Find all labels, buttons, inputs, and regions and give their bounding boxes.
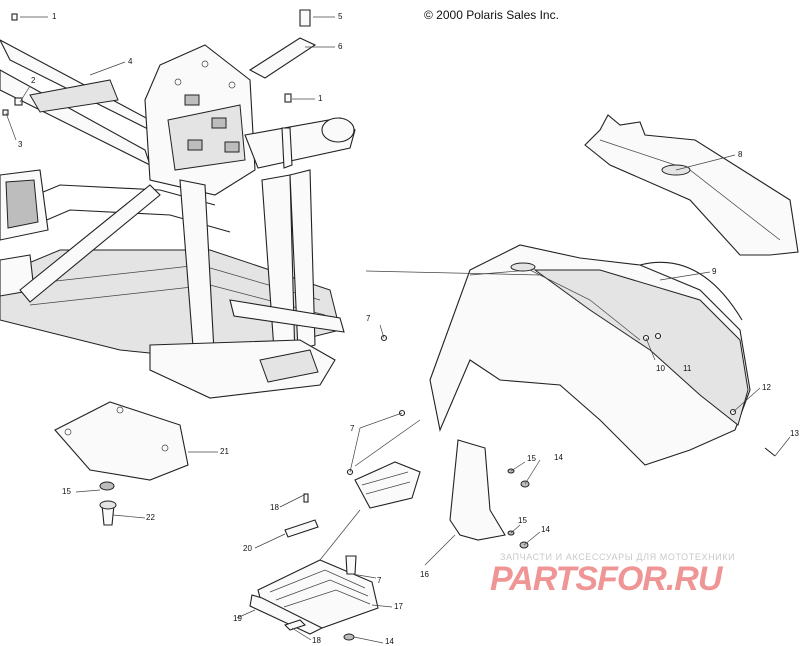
callout-17: 17 bbox=[394, 602, 403, 611]
callout-19: 19 bbox=[233, 614, 242, 623]
callout-5: 5 bbox=[338, 12, 343, 21]
callout-13: 13 bbox=[790, 429, 799, 438]
callout-4: 4 bbox=[128, 57, 133, 66]
watermark-caption: ЗАПЧАСТИ И АКСЕССУАРЫ ДЛЯ МОТОТЕХНИКИ bbox=[500, 552, 736, 562]
callout-15: 15 bbox=[518, 516, 527, 525]
strip-18 bbox=[283, 619, 307, 631]
leader-lines bbox=[5, 16, 791, 644]
callout-16: 16 bbox=[420, 570, 429, 579]
front-cab-9 bbox=[429, 244, 751, 466]
callout-1: 1 bbox=[318, 94, 323, 103]
watermark-logo: PARTSFOR.RU bbox=[490, 560, 722, 598]
callout-6: 6 bbox=[338, 42, 343, 51]
clip-5 bbox=[299, 9, 311, 27]
pad-6 bbox=[248, 37, 317, 79]
callout-7: 7 bbox=[377, 576, 382, 585]
callout-21: 21 bbox=[220, 447, 229, 456]
callout-2: 2 bbox=[31, 76, 36, 85]
screw-22 bbox=[99, 500, 117, 526]
callout-9: 9 bbox=[712, 267, 717, 276]
washer-15 bbox=[99, 481, 115, 491]
bracket-7 bbox=[354, 461, 421, 509]
bracket-20 bbox=[284, 519, 319, 538]
callout-18: 18 bbox=[270, 503, 279, 512]
callout-20: 20 bbox=[243, 544, 252, 553]
callout-3: 3 bbox=[18, 140, 23, 149]
callout-11: 11 bbox=[683, 364, 692, 373]
rack-8 bbox=[584, 114, 799, 256]
copyright-notice: © 2000 Polaris Sales Inc. bbox=[424, 8, 559, 22]
callout-22: 22 bbox=[146, 513, 155, 522]
callout-1: 1 bbox=[52, 12, 57, 21]
callout-14: 14 bbox=[541, 525, 550, 534]
callout-8: 8 bbox=[738, 150, 743, 159]
callout-15: 15 bbox=[62, 487, 71, 496]
callout-14: 14 bbox=[385, 637, 394, 646]
callout-18: 18 bbox=[312, 636, 321, 645]
callout-12: 12 bbox=[762, 383, 771, 392]
callout-14: 14 bbox=[554, 453, 563, 462]
callout-7: 7 bbox=[366, 314, 371, 323]
frame-assembly bbox=[0, 39, 356, 399]
callout-7: 7 bbox=[350, 424, 355, 433]
callout-10: 10 bbox=[656, 364, 665, 373]
skid-plate-21 bbox=[54, 401, 189, 481]
mud-flap-16 bbox=[449, 439, 506, 541]
bolt-1-top bbox=[284, 93, 292, 103]
callout-15: 15 bbox=[527, 454, 536, 463]
